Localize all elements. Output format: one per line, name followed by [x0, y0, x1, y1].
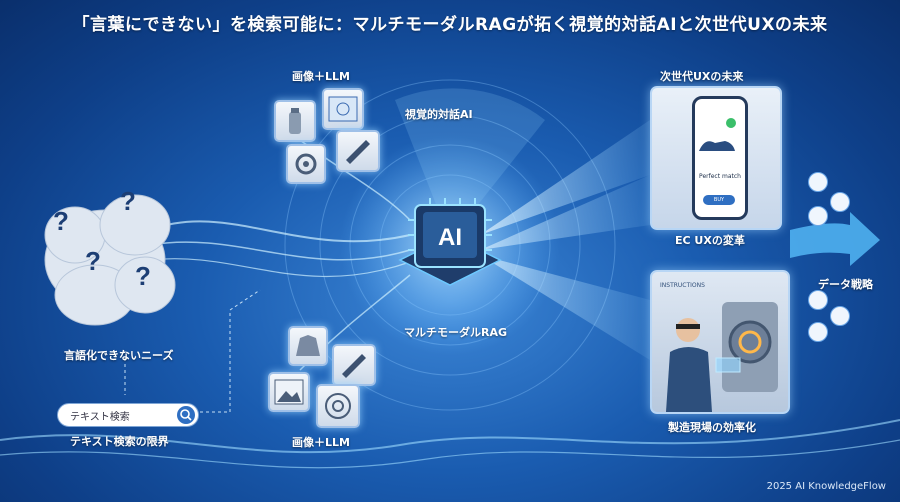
- user-icon: [808, 206, 828, 226]
- landscape-image-card: [268, 372, 310, 412]
- svg-text:?: ?: [85, 246, 101, 276]
- copyright: 2025 AI KnowledgeFlow: [766, 481, 886, 492]
- sneaker-icon: [699, 118, 736, 151]
- pen-icon: [346, 140, 370, 164]
- smartphone: Perfect match BUY: [692, 96, 748, 220]
- inexpressible-needs-label: 言語化できないニーズ: [64, 349, 174, 362]
- next-gen-ux-label: 次世代UXの未来: [660, 70, 744, 83]
- search-icon[interactable]: [177, 406, 195, 424]
- jacket-icon: [296, 335, 320, 356]
- text-search-box[interactable]: テキスト検索: [57, 403, 199, 427]
- perfect-match-text: Perfect match: [699, 173, 741, 180]
- diagram-image-card: [316, 384, 360, 428]
- image-llm-top-label: 画像＋LLM: [292, 70, 350, 83]
- user-icon: [830, 192, 850, 212]
- ec-ux-label: EC UXの変革: [675, 234, 745, 247]
- data-strategy-label: データ戦略: [818, 278, 873, 291]
- multimodal-rag-label: マルチモーダルRAG: [404, 326, 508, 339]
- svg-text:?: ?: [120, 186, 136, 216]
- question-cloud-icon: ? ? ? ?: [44, 186, 176, 326]
- factory-panel: INSTRUCTIONS: [650, 270, 790, 414]
- pencil-icon: [342, 354, 366, 378]
- user-icon: [808, 322, 828, 342]
- blueprint-icon: [328, 96, 358, 122]
- visual-dialogue-ai-label: 視覚的対話AI: [405, 108, 473, 121]
- bottle-icon: [289, 108, 301, 134]
- ai-chip-icon: AI: [398, 198, 502, 286]
- sketch-bottom-image-card: [332, 344, 376, 386]
- user-icon: [808, 290, 828, 310]
- gear-icon: [295, 153, 317, 175]
- worker-machine-illustration: [666, 302, 778, 412]
- page-title: 「言葉にできない」を検索可能に：マルチモーダルRAGが拓く視覚的対話AIと次世代…: [72, 15, 828, 35]
- jacket-image-card: [288, 326, 328, 366]
- landscape-icon: [274, 379, 304, 405]
- instructions-text: INSTRUCTIONS: [660, 282, 705, 289]
- bottle-image-card: [274, 100, 316, 142]
- gear-image-card: [286, 144, 326, 184]
- svg-text:?: ?: [135, 261, 151, 291]
- factory-efficiency-label: 製造現場の効率化: [668, 421, 756, 434]
- target-icon: [325, 393, 351, 419]
- blueprint-image-card: [322, 88, 364, 130]
- sketch-image-card: [336, 130, 380, 172]
- user-icon: [808, 172, 828, 192]
- svg-text:?: ?: [53, 206, 69, 236]
- image-llm-bottom-label: 画像＋LLM: [292, 436, 350, 449]
- ai-chip-text: AI: [438, 224, 462, 251]
- search-input[interactable]: テキスト検索: [70, 412, 130, 423]
- ec-store-panel: Perfect match BUY: [650, 86, 782, 230]
- text-search-limit-label: テキスト検索の限界: [70, 435, 169, 448]
- user-icon: [830, 306, 850, 326]
- buy-button[interactable]: BUY: [703, 195, 735, 205]
